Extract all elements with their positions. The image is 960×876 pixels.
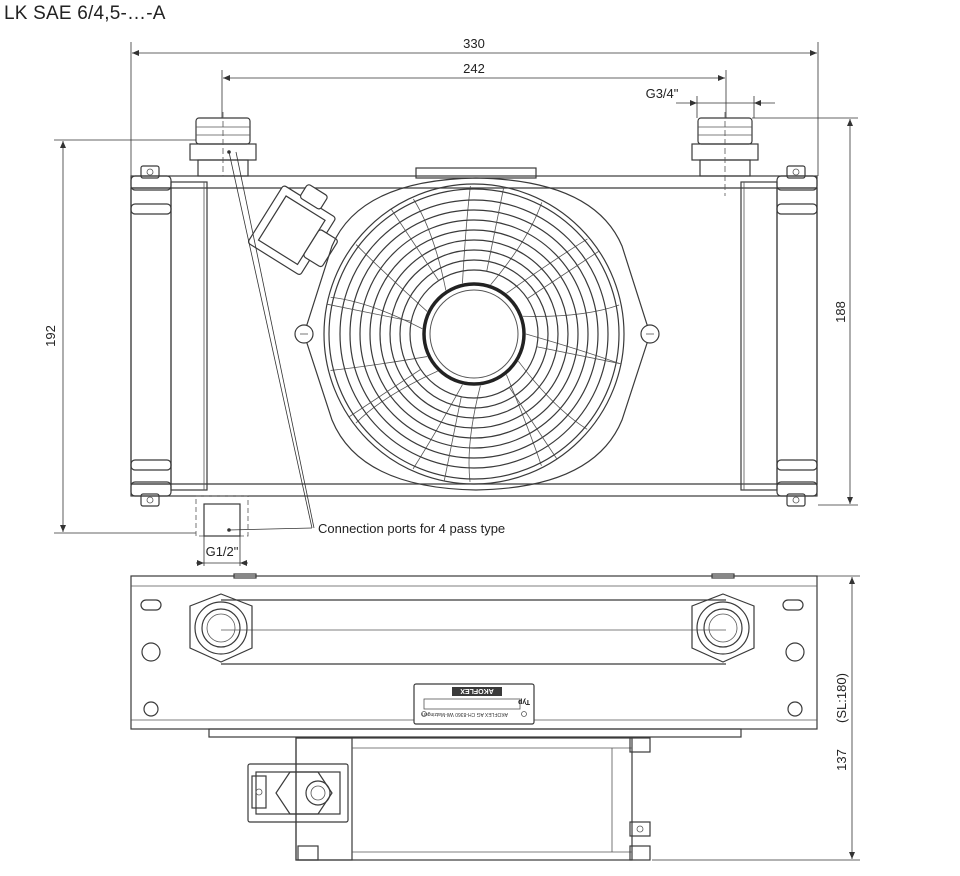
plan-connector [247, 763, 349, 823]
nameplate-maker: AKOFLEX [460, 687, 494, 694]
drawing-title: LK SAE 6/4,5-…-A [4, 3, 166, 24]
fan-guard-spoke [348, 369, 421, 418]
mount-hole-right [785, 642, 805, 662]
fan-guard-spoke [443, 396, 462, 482]
mount-slot-left [140, 599, 162, 611]
bolt-top-right [786, 165, 806, 179]
fan-guard-ring [328, 188, 620, 480]
port-bottom-4pass [195, 495, 249, 537]
mount-hole-left-lower [143, 701, 159, 717]
fan-guard-spoke [390, 208, 439, 281]
fan-guard-spoke [509, 387, 558, 460]
fan-blade [330, 296, 428, 371]
callout-leaders [227, 150, 315, 532]
fan-hub-inner [429, 289, 519, 379]
dim-label-sl180: (SL:180) [834, 673, 849, 723]
fan-guard-ring [339, 199, 609, 469]
fan-blade [518, 333, 620, 430]
fan-guard-ring [323, 183, 625, 485]
fan-blade [355, 198, 447, 312]
mount-slot-right [782, 599, 804, 611]
fan-guard-ring [379, 239, 569, 429]
plan-view: AKOFLEX AG CH-8360 Wil-Matzingen Typ AKO… [130, 573, 818, 861]
dim-label-137: 137 [834, 749, 849, 771]
fan-guard-ring [349, 209, 599, 459]
fan-guard-spoke [326, 303, 412, 322]
electrical-connector [248, 184, 338, 275]
dim-label-188: 188 [833, 301, 848, 323]
fan-guard-ring [399, 259, 549, 409]
dim-label-242: 242 [463, 61, 485, 76]
bolt-top-left [140, 165, 160, 179]
dimension-height-left: 192 [43, 139, 196, 534]
fan-blade [506, 238, 620, 317]
fan-guard-spoke [536, 346, 622, 365]
dimension-depth: 137 (SL:180) [652, 575, 860, 861]
dim-label-g12: G1/2" [206, 544, 239, 559]
fan-guard [323, 183, 625, 485]
fan-blade [468, 374, 542, 482]
dimension-overall-width: 330 [130, 36, 819, 176]
dimension-thread-bottom: G1/2" [196, 536, 248, 566]
dimension-thread-top: G3/4" [646, 86, 775, 118]
dimension-height-right: 188 [752, 117, 858, 506]
fan-guard-spoke [486, 186, 505, 272]
port-top-right [691, 112, 759, 196]
plan-port-right [691, 593, 755, 663]
dimension-port-spacing: 242 [221, 61, 727, 118]
front-view: G1/2" Connection ports for [130, 112, 818, 566]
plan-port-left [189, 593, 253, 663]
nameplate-label: Typ [518, 698, 530, 705]
dim-label-330: 330 [463, 36, 485, 51]
fan-hub [422, 282, 526, 386]
fan-guard-ring [359, 219, 589, 449]
nameplate: AKOFLEX AG CH-8360 Wil-Matzingen Typ AKO… [413, 683, 535, 725]
fan-guard-ring [409, 269, 539, 399]
plan-fan-housing [295, 737, 651, 861]
port-top-left [189, 112, 257, 177]
dim-label-192: 192 [43, 325, 58, 347]
fan-guard-ring [389, 249, 559, 419]
fan-shroud [294, 167, 660, 491]
mount-hole-left [141, 642, 161, 662]
fan-guard-ring [369, 229, 579, 439]
callout-connection-ports: Connection ports for 4 pass type [318, 521, 505, 536]
mount-hole-right-lower [787, 701, 803, 717]
fan-blade [355, 370, 463, 470]
fan-guard-spoke [527, 250, 600, 299]
fan-blade [462, 185, 543, 285]
bolt-bottom-right [786, 493, 806, 507]
nameplate-address: AKOFLEX AG CH-8360 Wil-Matzingen [422, 711, 508, 717]
bolt-bottom-left [140, 493, 160, 507]
dim-label-g34: G3/4" [646, 86, 679, 101]
